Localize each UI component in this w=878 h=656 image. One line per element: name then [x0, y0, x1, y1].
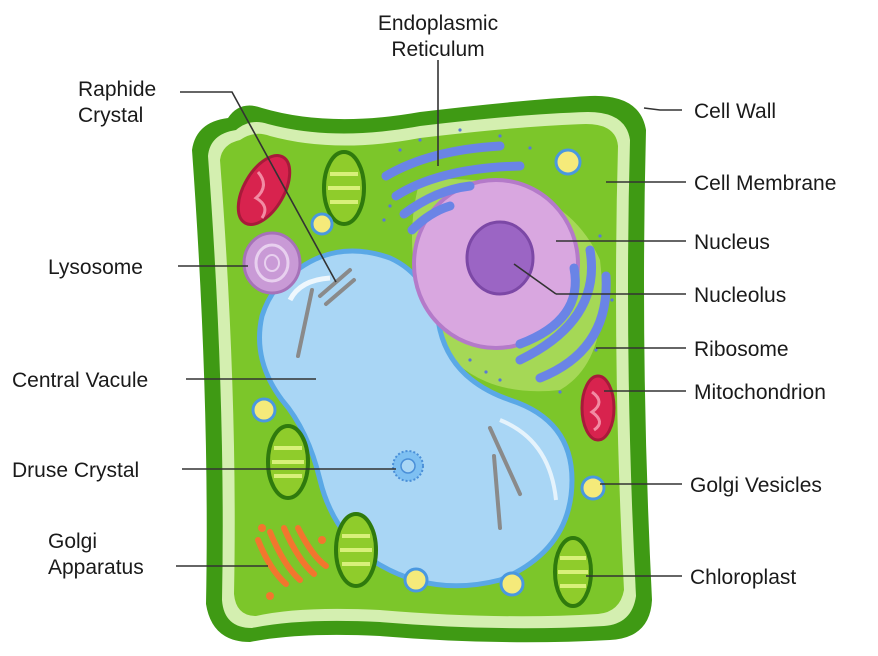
chloroplast-4 [555, 538, 591, 606]
chloroplast-2 [268, 426, 308, 498]
label-cell-wall: Cell Wall [694, 100, 776, 123]
label-mitochondrion: Mitochondrion [694, 381, 826, 404]
chloroplast-3 [336, 514, 376, 586]
golgi-vesicle-3 [253, 399, 275, 421]
golgi-vesicle-2 [556, 150, 580, 174]
label-cell-membrane: Cell Membrane [694, 172, 836, 195]
leader-cell-wall [644, 108, 682, 110]
label-golgi-vesicles: Golgi Vesicles [690, 474, 822, 497]
label-nucleus: Nucleus [694, 231, 770, 254]
label-druse-crystal: Druse Crystal [12, 459, 139, 482]
label-raphide-line2: Crystal [78, 104, 143, 127]
label-ribosome: Ribosome [694, 338, 789, 361]
druse-crystal [393, 451, 423, 481]
golgi-vesicle-6 [501, 573, 523, 595]
label-er-line2: Reticulum [391, 38, 484, 61]
label-raphide-line1: Raphide [78, 78, 156, 101]
golgi-vesicle-1 [312, 214, 332, 234]
golgi-vesicle-5 [405, 569, 427, 591]
chloroplast-1 [324, 152, 364, 224]
mitochondrion-right [582, 376, 614, 440]
label-chloroplast: Chloroplast [690, 566, 796, 589]
lysosome [244, 233, 300, 293]
label-nucleolus: Nucleolus [694, 284, 786, 307]
golgi-vesicle-4 [582, 477, 604, 499]
label-central-vacuole: Central Vacule [12, 369, 148, 392]
label-lysosome: Lysosome [48, 256, 143, 279]
label-golgi-apparatus-line2: Apparatus [48, 556, 144, 579]
label-er-line1: Endoplasmic [378, 12, 498, 35]
nucleolus [467, 222, 533, 294]
label-golgi-apparatus-line1: Golgi [48, 530, 97, 553]
